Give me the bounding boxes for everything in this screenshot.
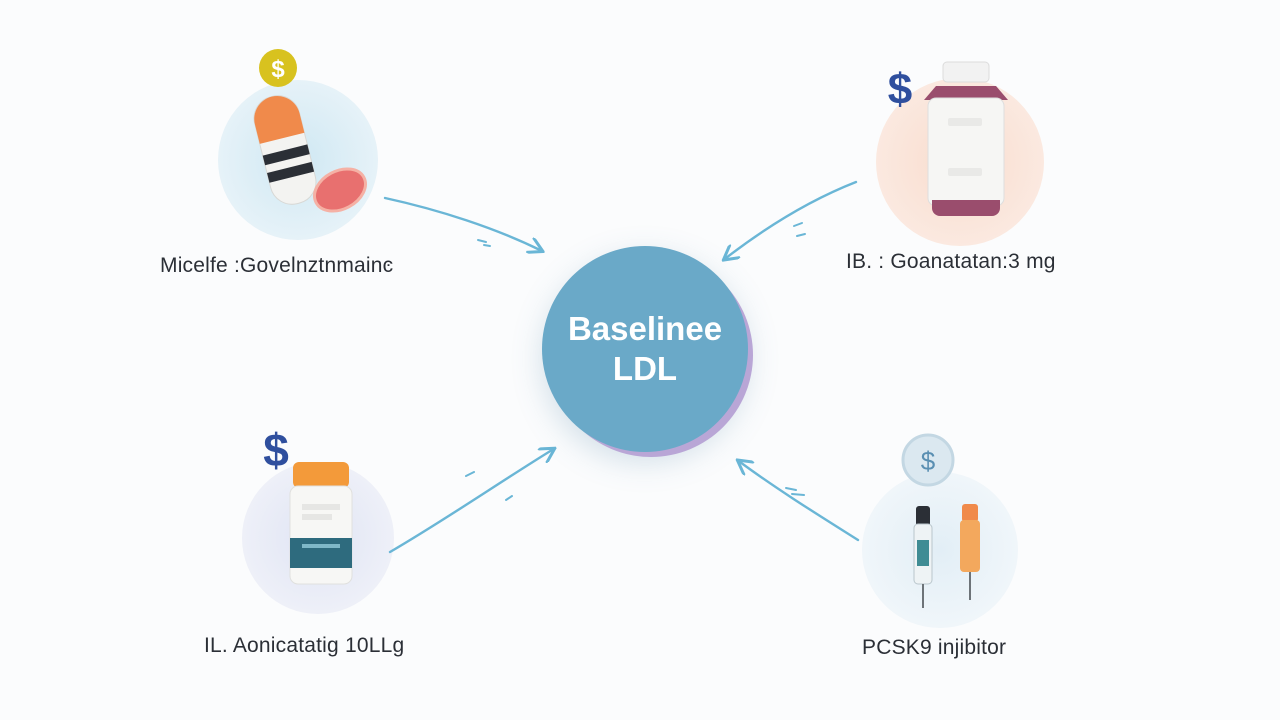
node-label-bottom-right: PCSK9 injibitor — [862, 636, 1007, 659]
center-node-baseline-ldl: Baselinee LDL — [542, 246, 748, 452]
node-glow — [862, 472, 1018, 628]
node-label-top-right: IB. : Goanatatan:3 mg — [846, 250, 1056, 273]
medicine-jar-icon — [289, 462, 353, 585]
arrows — [383, 180, 860, 554]
dollar-sign-icon: $ — [888, 65, 912, 114]
svg-text:$: $ — [921, 446, 936, 476]
arrow-top-left — [383, 196, 540, 250]
cost-coin-icon: $ — [901, 433, 955, 487]
dollar-sign-icon: $ — [263, 424, 289, 476]
arrow-bottom-right — [740, 462, 860, 542]
svg-text:$: $ — [271, 56, 285, 83]
pill-bottle-icon — [924, 61, 1008, 216]
pill-capsule-icon — [253, 95, 367, 213]
arrow-bottom-left — [388, 450, 552, 554]
node-top-right: $ — [876, 61, 1044, 246]
arrow-top-right — [726, 180, 858, 258]
node-bottom-left: $ — [242, 424, 394, 614]
cost-coin-icon: $ — [259, 49, 297, 87]
node-label-top-left: Micelfe :Govelnztnmainͼ — [160, 254, 394, 277]
node-label-bottom-left: IL. Aonicatatig 10LLg — [204, 634, 405, 657]
center-title-line1: Baselinee — [567, 310, 723, 347]
center-title-line2: LDL — [612, 350, 678, 387]
node-top-left: $ — [218, 49, 378, 240]
node-bottom-right: $ — [862, 433, 1018, 628]
injection-pen-icon — [913, 504, 980, 608]
